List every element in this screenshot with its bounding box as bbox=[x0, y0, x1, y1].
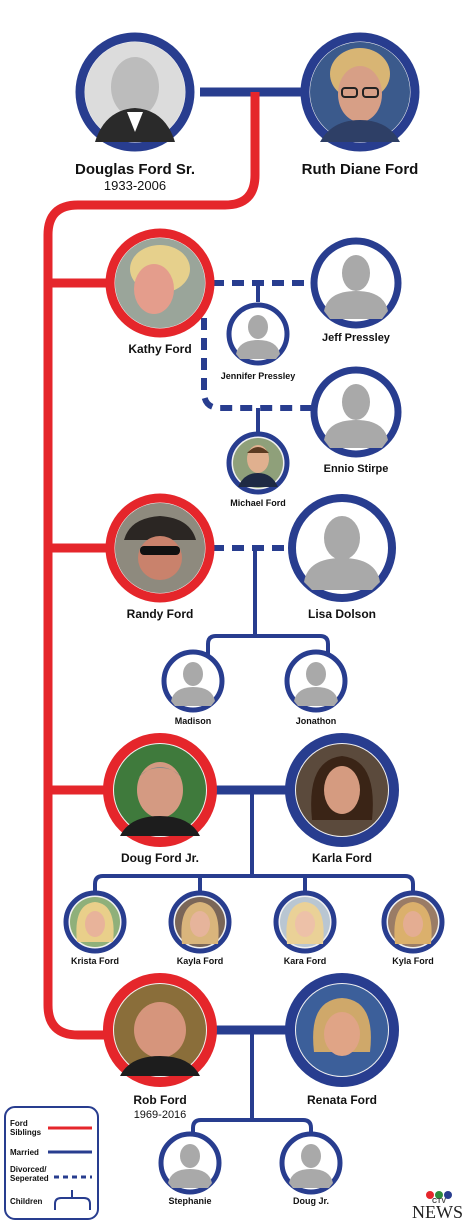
legend-children-label: Children bbox=[10, 1197, 43, 1206]
rob-name: Rob Ford bbox=[133, 1093, 186, 1107]
person-jennifer-pressley: Jennifer Pressley bbox=[221, 302, 296, 381]
silhouette-icon bbox=[168, 1144, 212, 1188]
legend-divorced-line2: Seperated bbox=[10, 1174, 49, 1183]
ennio-name: Ennio Stirpe bbox=[324, 463, 389, 475]
siblings-line bbox=[43, 92, 260, 1040]
portrait-karla bbox=[296, 744, 388, 836]
silhouette-icon bbox=[289, 1144, 333, 1188]
randy-name: Randy Ford bbox=[127, 607, 194, 621]
person-renata-ford: Renata Ford bbox=[285, 973, 399, 1107]
karla-name: Karla Ford bbox=[312, 851, 372, 865]
ruth-name: Ruth Diane Ford bbox=[302, 161, 419, 178]
person-michael-ford: Michael Ford bbox=[226, 431, 290, 508]
person-douglas-ford-sr: Douglas Ford Sr. 1933-2006 bbox=[75, 32, 195, 193]
douglas-name: Douglas Ford Sr. bbox=[75, 161, 195, 178]
person-kayla-ford: Kayla Ford bbox=[168, 890, 232, 966]
news-wordmark: NEWS bbox=[412, 1202, 463, 1222]
legend-divorced-line1: Divorced/ bbox=[10, 1165, 47, 1174]
portrait-rob bbox=[114, 984, 206, 1076]
ctv-news-logo: CTV NEWS bbox=[412, 1191, 463, 1222]
silhouette-icon bbox=[171, 662, 215, 706]
kara-name: Kara Ford bbox=[284, 956, 327, 966]
legend: Ford Siblings Married Divorced/ Seperate… bbox=[4, 1106, 99, 1220]
connectors bbox=[43, 87, 415, 1133]
kyla-name: Kyla Ford bbox=[392, 956, 434, 966]
divorced-line bbox=[201, 318, 314, 411]
children-line bbox=[191, 1030, 313, 1133]
lisa-name: Lisa Dolson bbox=[308, 607, 376, 621]
jeff-name: Jeff Pressley bbox=[322, 332, 391, 344]
person-madison: Madison bbox=[161, 649, 225, 726]
person-randy-ford: Randy Ford bbox=[105, 493, 215, 621]
silhouette-icon bbox=[236, 315, 280, 359]
portrait-michael bbox=[233, 438, 283, 488]
person-stephanie: Stephanie bbox=[158, 1131, 222, 1206]
legend-children-swatch bbox=[54, 1190, 91, 1210]
person-karla-ford: Karla Ford bbox=[285, 733, 399, 865]
person-jonathon: Jonathon bbox=[284, 649, 348, 726]
silhouette-icon bbox=[324, 384, 388, 448]
jonathon-name: Jonathon bbox=[296, 716, 337, 726]
person-kara-ford: Kara Ford bbox=[273, 890, 337, 966]
michael-name: Michael Ford bbox=[230, 498, 286, 508]
silhouette-icon bbox=[294, 662, 338, 706]
portrait-ruth bbox=[310, 42, 410, 142]
person-krista-ford: Krista Ford bbox=[63, 890, 127, 966]
legend-siblings-line2: Siblings bbox=[10, 1128, 42, 1137]
portrait-krista bbox=[70, 897, 120, 947]
person-rob-ford: Rob Ford 1969-2016 bbox=[103, 973, 217, 1121]
person-ennio-stirpe: Ennio Stirpe bbox=[310, 366, 402, 475]
portrait-kyla bbox=[388, 897, 438, 947]
stephanie-name: Stephanie bbox=[168, 1196, 211, 1206]
person-doug-jr: Doug Jr. bbox=[279, 1131, 343, 1206]
portrait-randy bbox=[115, 503, 205, 593]
portrait-renata bbox=[296, 984, 388, 1076]
douglas-years: 1933-2006 bbox=[104, 178, 166, 193]
person-jeff-pressley: Jeff Pressley bbox=[310, 237, 402, 344]
children-line bbox=[206, 548, 330, 655]
legend-siblings-line1: Ford bbox=[10, 1119, 28, 1128]
silhouette-icon bbox=[324, 255, 388, 319]
portrait-kayla bbox=[175, 897, 225, 947]
jennifer-name: Jennifer Pressley bbox=[221, 371, 296, 381]
person-kyla-ford: Kyla Ford bbox=[381, 890, 445, 966]
person-doug-ford-jr: Doug Ford Jr. bbox=[103, 733, 217, 865]
legend-married-label: Married bbox=[10, 1148, 39, 1157]
person-lisa-dolson: Lisa Dolson bbox=[288, 494, 396, 621]
portrait-kara bbox=[280, 897, 330, 947]
portrait-doug bbox=[114, 744, 206, 836]
krista-name: Krista Ford bbox=[71, 956, 119, 966]
person-ruth-diane-ford: Ruth Diane Ford bbox=[300, 32, 420, 178]
silhouette-icon bbox=[304, 516, 380, 590]
children-line bbox=[93, 790, 415, 893]
madison-name: Madison bbox=[175, 716, 212, 726]
portrait-douglas bbox=[85, 42, 185, 142]
legend-divorced-label: Divorced/ Seperated bbox=[10, 1165, 49, 1183]
portrait-kathy bbox=[115, 238, 205, 328]
ctv-wordmark: CTV bbox=[432, 1198, 446, 1205]
doug-jr-name: Doug Jr. bbox=[293, 1196, 329, 1206]
legend-siblings-label: Ford Siblings bbox=[10, 1119, 42, 1137]
person-kathy-ford: Kathy Ford bbox=[105, 228, 215, 356]
kathy-name: Kathy Ford bbox=[128, 342, 191, 356]
kayla-name: Kayla Ford bbox=[177, 956, 224, 966]
rob-years: 1969-2016 bbox=[134, 1109, 187, 1121]
renata-name: Renata Ford bbox=[307, 1093, 377, 1107]
doug-name: Doug Ford Jr. bbox=[121, 851, 199, 865]
